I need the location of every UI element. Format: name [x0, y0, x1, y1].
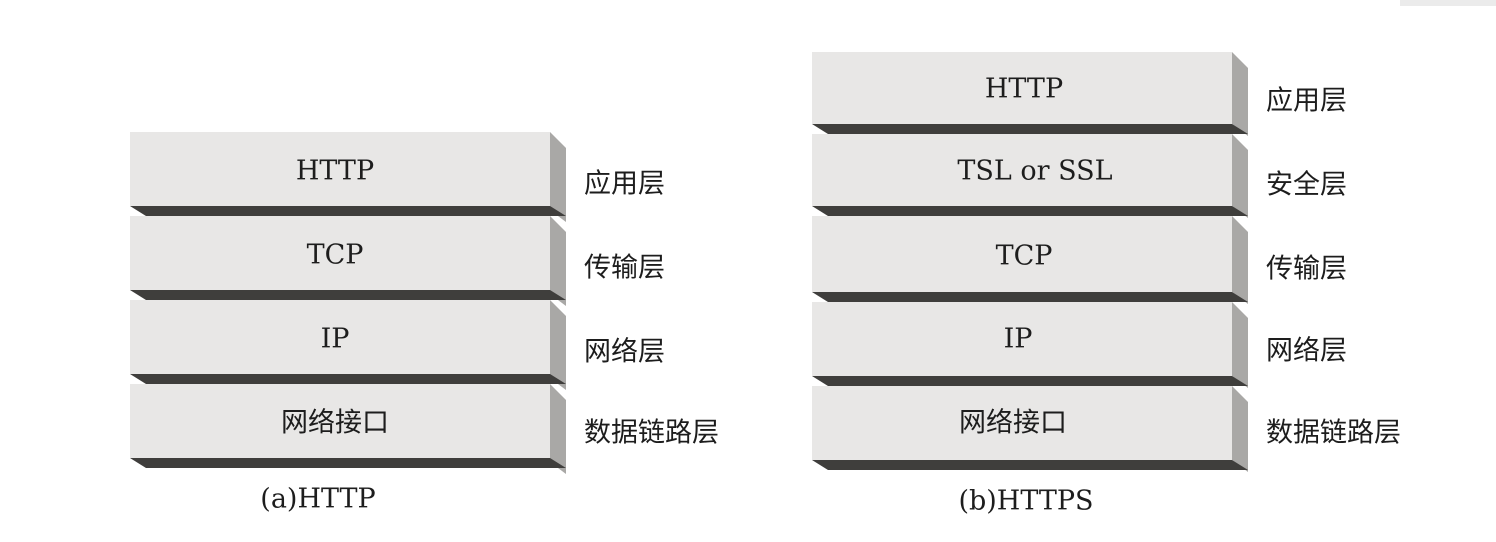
stack-layer: 网络接口 数据链路层 [812, 386, 1401, 472]
layer-block-bottom [130, 290, 566, 300]
layer-block-face [812, 216, 1232, 292]
layer-block-face [812, 386, 1232, 460]
layer-block-bottom [130, 458, 566, 468]
layer-block-side [550, 216, 566, 306]
stack-layer: HTTP 应用层 [130, 132, 665, 222]
https-stack: HTTP 应用层 TSL or SSL 安全层 TCP 传输层 IP 网络层 [812, 52, 1401, 517]
stack-layer: 网络接口 数据链路层 [130, 384, 719, 474]
layer-block-bottom [812, 460, 1248, 470]
layer-block-side [1232, 386, 1248, 472]
layer-block-bottom [812, 124, 1248, 134]
protocol-label: 网络接口 [959, 408, 1067, 439]
protocol-label: TCP [996, 241, 1053, 272]
layer-block-side [1232, 302, 1248, 388]
layer-name-label: 传输层 [584, 253, 665, 284]
layer-name-label: 网络层 [584, 337, 665, 368]
layer-name-label: 应用层 [1266, 86, 1347, 117]
protocol-label: IP [1004, 324, 1033, 355]
layer-name-label: 数据链路层 [1266, 418, 1401, 449]
http-stack: HTTP 应用层 TCP 传输层 IP 网络层 网络接口 数据链路层 (a)HT… [130, 132, 719, 515]
protocol-label: TSL or SSL [957, 156, 1112, 187]
layer-block-face [130, 132, 550, 206]
stack-caption: (a)HTTP [260, 484, 375, 515]
stack-layer: HTTP 应用层 [812, 52, 1347, 136]
layer-block-side [1232, 52, 1248, 136]
layer-name-label: 应用层 [584, 169, 665, 200]
layer-block-side [550, 384, 566, 474]
layer-block-face [130, 216, 550, 290]
layer-block-side [550, 132, 566, 222]
layer-block-bottom [130, 374, 566, 384]
protocol-label: IP [321, 324, 350, 355]
layer-name-label: 数据链路层 [584, 418, 719, 449]
layer-block-bottom [812, 376, 1248, 386]
layer-block-side [550, 300, 566, 390]
layer-block-face [812, 52, 1232, 124]
layer-block-face [130, 384, 550, 458]
protocol-label: TCP [307, 240, 364, 271]
protocol-label: 网络接口 [281, 408, 389, 439]
layer-name-label: 传输层 [1266, 254, 1347, 285]
layer-name-label: 网络层 [1266, 336, 1347, 367]
layer-block-face [812, 134, 1232, 206]
layer-block-bottom [130, 206, 566, 216]
stack-caption: (b)HTTPS [958, 486, 1093, 517]
protocol-label: HTTP [985, 74, 1063, 105]
stack-layer: TCP 传输层 [812, 216, 1347, 304]
stack-layer: TCP 传输层 [130, 216, 665, 306]
protocol-label: HTTP [296, 156, 374, 187]
layer-block-face [812, 302, 1232, 376]
layer-block-bottom [812, 292, 1248, 302]
layer-block-side [1232, 216, 1248, 304]
layer-block-face [130, 300, 550, 374]
layer-block-side [1232, 134, 1248, 218]
layer-name-label: 安全层 [1266, 170, 1347, 201]
stack-layer: IP 网络层 [812, 302, 1347, 388]
stack-layer: IP 网络层 [130, 300, 665, 390]
stack-layer: TSL or SSL 安全层 [812, 134, 1347, 218]
layer-block-bottom [812, 206, 1248, 216]
corner-mark [1400, 0, 1496, 6]
